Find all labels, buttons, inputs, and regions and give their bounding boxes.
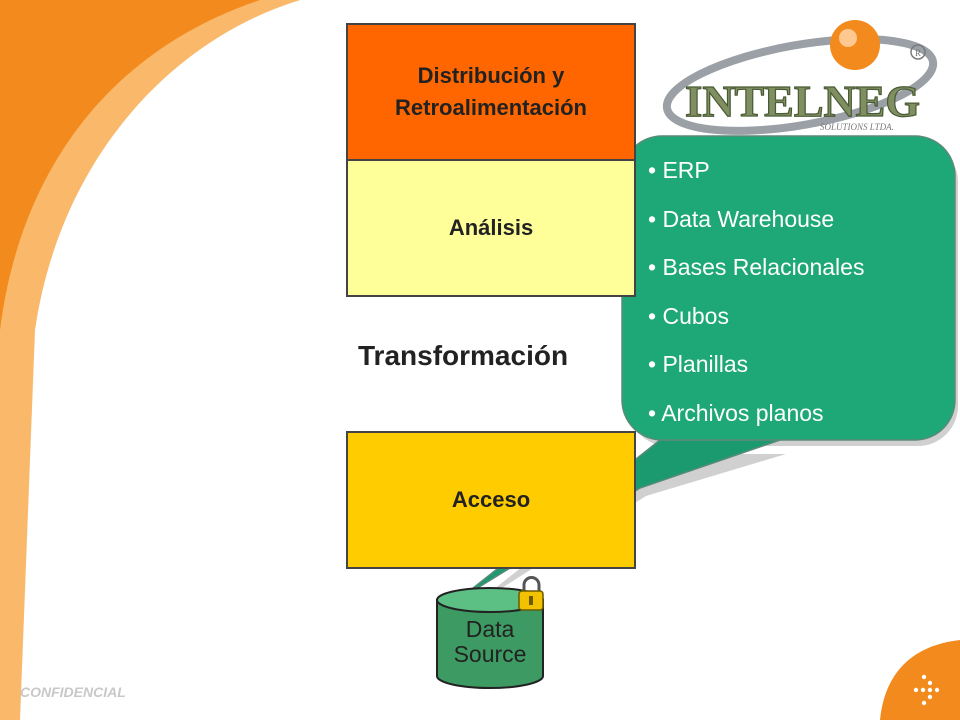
- dots-arrow-icon: [913, 674, 940, 706]
- data-source-label: Data Source: [453, 616, 527, 667]
- callout-item: Data Warehouse: [632, 199, 952, 248]
- lock-icon: [518, 576, 544, 611]
- data-source-cylinder: [436, 587, 544, 689]
- callout-item: Archivos planos: [632, 393, 952, 442]
- logo-brand: INTELNEG: [685, 77, 920, 126]
- layer-analysis: Análisis: [346, 159, 636, 297]
- company-logo: R INTELNEG SOLUTIONS LTDA.: [662, 20, 938, 135]
- logo-tagline: SOLUTIONS LTDA.: [820, 122, 894, 132]
- callout-item: ERP: [632, 150, 952, 199]
- layer-access: Acceso: [346, 431, 636, 569]
- callout-item: Planillas: [632, 344, 952, 393]
- layer-analysis-label: Análisis: [448, 215, 534, 240]
- callout-item: Bases Relacionales: [632, 247, 952, 296]
- light-swoosh-decoration: [0, 0, 300, 720]
- layer-access-label: Acceso: [451, 487, 531, 512]
- callout-item: Cubos: [632, 296, 952, 345]
- layer-distribution-feedback: Distribución y Retroalimentación: [346, 23, 636, 161]
- callout-list: ERP Data Warehouse Bases Relacionales Cu…: [632, 150, 952, 441]
- confidential-footer: CONFIDENCIAL: [20, 684, 126, 700]
- corner-decoration: [880, 640, 960, 720]
- transformation-label: Transformación: [358, 340, 569, 371]
- logo-registered: R: [915, 48, 921, 58]
- layer-distribution-label: Distribución y Retroalimentación: [395, 63, 587, 120]
